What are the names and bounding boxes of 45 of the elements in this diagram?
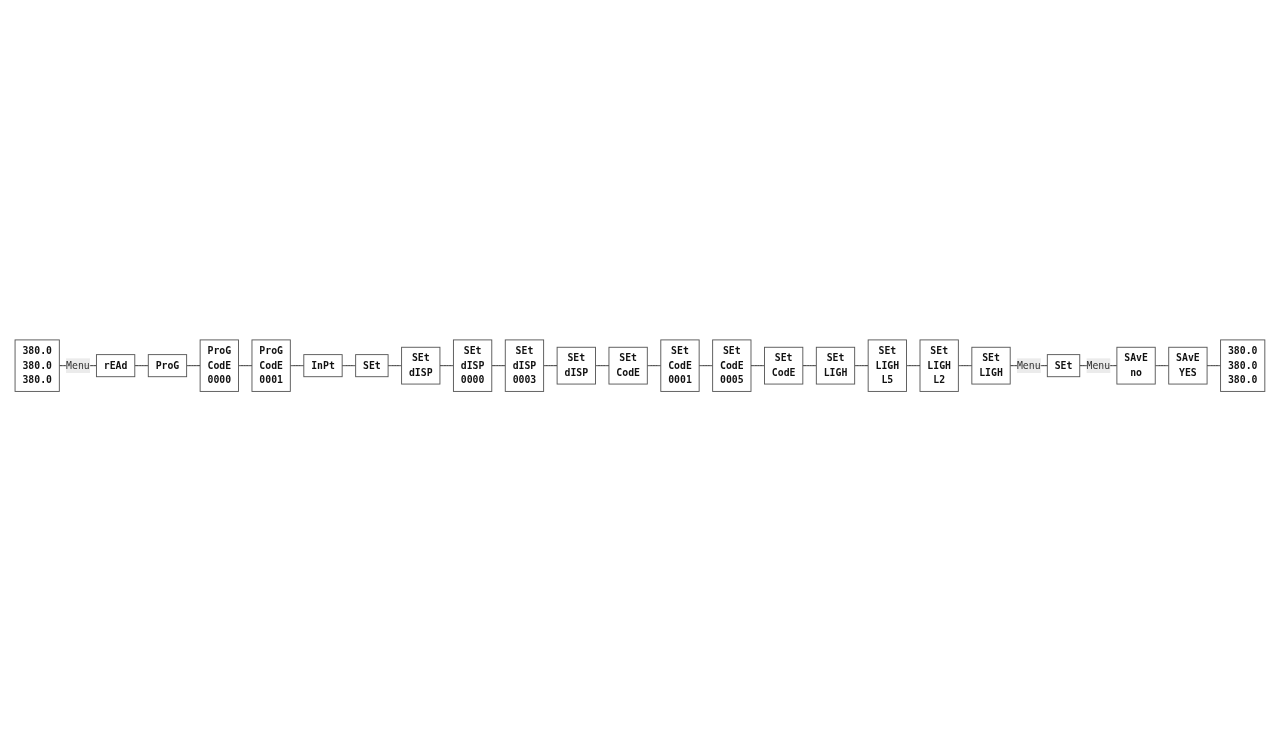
connector xyxy=(1206,365,1222,366)
connector xyxy=(698,365,714,366)
node-box: SEt dISP 0000 xyxy=(453,339,493,392)
node-box: SAvE no xyxy=(1116,346,1156,385)
connector xyxy=(802,365,817,366)
edge-label: Menu xyxy=(66,359,90,372)
connector xyxy=(289,365,305,366)
node-box: ProG xyxy=(147,354,188,377)
node-box: SEt dISP 0003 xyxy=(504,339,545,392)
node-box: SEt xyxy=(355,354,389,377)
edge-label: Menu xyxy=(1016,359,1041,372)
node-box: SAvE YES xyxy=(1168,346,1208,385)
connector xyxy=(543,365,558,366)
node-box: SEt CodE xyxy=(608,346,648,385)
node-box: InPt xyxy=(303,354,343,377)
connector xyxy=(906,365,921,366)
node-box: SEt LIGH L2 xyxy=(919,339,959,392)
connector xyxy=(134,365,149,366)
node-box: SEt CodE 0001 xyxy=(660,339,700,392)
connector xyxy=(186,365,201,366)
connector xyxy=(387,365,403,366)
connector xyxy=(238,365,253,366)
edge-label: Menu xyxy=(1086,359,1111,372)
node-box: ProG CodE 0000 xyxy=(199,339,239,392)
node-box: SEt xyxy=(1046,354,1081,377)
connector xyxy=(595,365,610,366)
node-box: rEAd xyxy=(96,354,136,377)
node-box: 380.0 380.0 380.0 xyxy=(14,339,60,392)
node-box: SEt CodE xyxy=(764,346,804,385)
node-box: SEt dISP xyxy=(401,346,441,385)
connector xyxy=(750,365,765,366)
node-box: SEt LIGH L5 xyxy=(867,339,907,392)
node-box: SEt dISP xyxy=(556,346,596,385)
connector xyxy=(341,365,357,366)
connector xyxy=(854,365,869,366)
connector xyxy=(957,365,973,366)
connector xyxy=(646,365,662,366)
node-box: SEt LIGH xyxy=(815,346,856,385)
connector xyxy=(439,365,454,366)
connector xyxy=(491,365,506,366)
connector xyxy=(1154,365,1170,366)
node-box: ProG CodE 0001 xyxy=(251,339,291,392)
node-box: SEt LIGH xyxy=(971,346,1011,385)
node-box: SEt CodE 0005 xyxy=(712,339,752,392)
node-box: 380.0 380.0 380.0 xyxy=(1220,339,1266,392)
